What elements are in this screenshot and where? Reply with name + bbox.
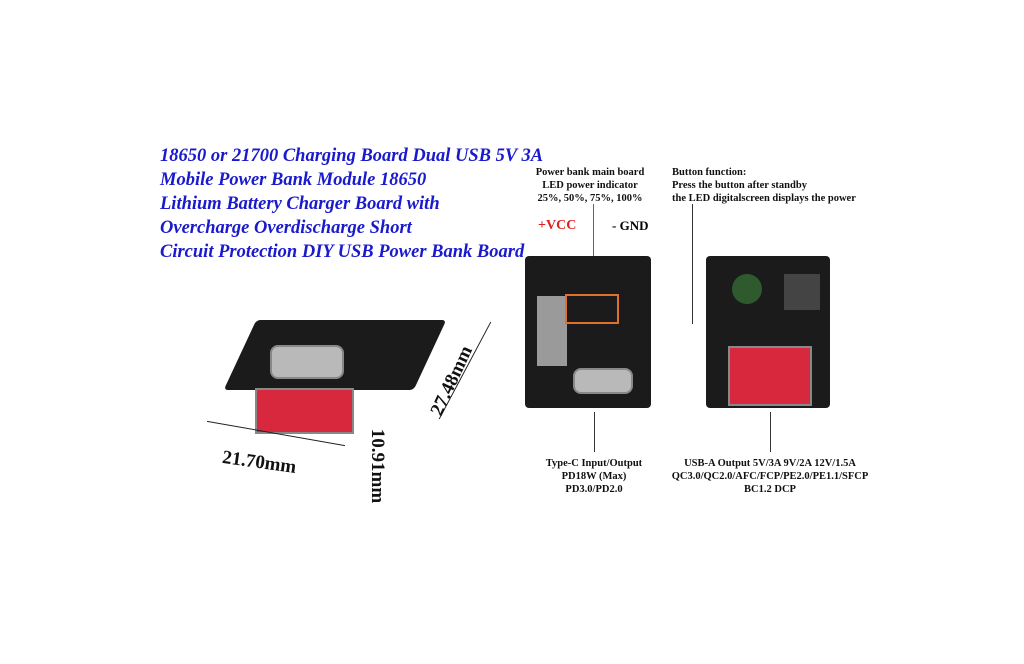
button-function-note: Button function:Press the button after s… xyxy=(672,167,856,204)
dim-length: 27.48mm xyxy=(426,342,477,419)
board-back-photo xyxy=(706,256,830,408)
board-front-photo xyxy=(525,256,651,408)
title-line: Lithium Battery Charger Board with xyxy=(160,194,440,214)
title-line: 18650 or 21700 Charging Board Dual USB 5… xyxy=(160,146,544,166)
board-3d-photo xyxy=(223,300,447,440)
gnd-label: - GND xyxy=(612,218,649,233)
dim-height: 10.91mm xyxy=(367,428,389,504)
vcc-label: +VCC xyxy=(538,218,577,233)
title-line: Circuit Protection DIY USB Power Bank Bo… xyxy=(160,242,525,262)
dim-width: 21.70mm xyxy=(220,446,298,479)
product-title: 18650 or 21700 Charging Board Dual USB 5… xyxy=(160,144,543,264)
title-line: Overcharge Overdischarge Short xyxy=(160,218,412,238)
title-line: Mobile Power Bank Module 18650 xyxy=(160,170,427,190)
